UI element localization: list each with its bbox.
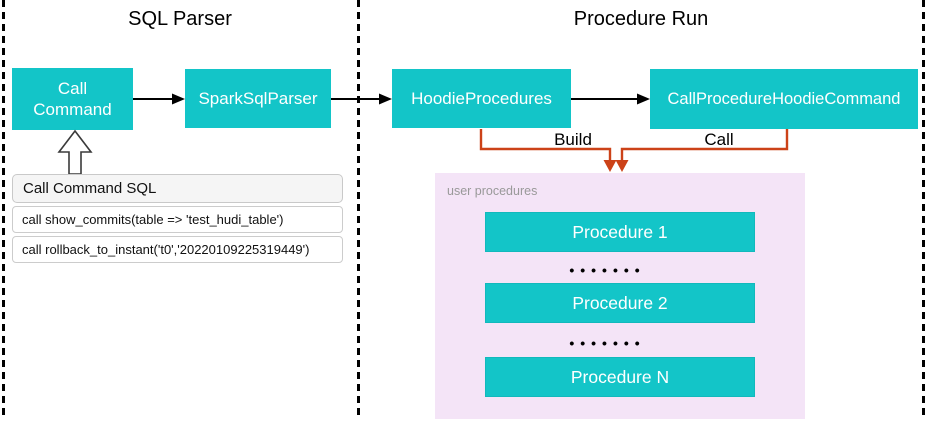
node-procedure-2: Procedure 2 xyxy=(485,283,755,323)
dashed-divider-right xyxy=(922,0,925,416)
node-call-command-line2: Command xyxy=(33,100,112,119)
hollow-up-arrow xyxy=(57,129,93,175)
node-call-procedure-hoodie-command: CallProcedureHoodieCommand xyxy=(650,69,918,129)
ellipsis-dots-2: ••••••• xyxy=(569,335,646,351)
ellipsis-dots-1: ••••••• xyxy=(569,262,646,278)
arrow-sparksqlparser-to-hoodieprocedures xyxy=(331,93,392,105)
node-call-command: Call Command xyxy=(12,68,133,130)
node-procedure-n: Procedure N xyxy=(485,357,755,397)
node-spark-sql-parser: SparkSqlParser xyxy=(185,69,331,128)
edge-label-call: Call xyxy=(704,130,734,149)
node-procedure-1: Procedure 1 xyxy=(485,212,755,252)
node-call-command-line1: Call xyxy=(57,79,88,98)
dashed-divider-left xyxy=(2,0,5,416)
user-procedures-panel: user procedures Procedure 1 ••••••• Proc… xyxy=(435,173,805,419)
user-procedures-label: user procedures xyxy=(447,184,538,198)
arrow-hoodieprocedures-to-cphc xyxy=(571,93,650,105)
dashed-divider-middle xyxy=(357,0,360,416)
section-title-sql-parser: SQL Parser xyxy=(128,8,232,30)
sql-row-rollback-to-instant: call rollback_to_instant('t0','202201092… xyxy=(12,236,343,263)
edge-label-build: Build xyxy=(554,130,592,149)
sql-panel-header: Call Command SQL xyxy=(12,174,343,203)
sql-row-show-commits: call show_commits(table => 'test_hudi_ta… xyxy=(12,206,343,233)
section-title-procedure-run: Procedure Run xyxy=(573,8,709,30)
arrow-callcommand-to-sparksqlparser xyxy=(133,93,185,105)
node-hoodie-procedures: HoodieProcedures xyxy=(392,69,571,128)
